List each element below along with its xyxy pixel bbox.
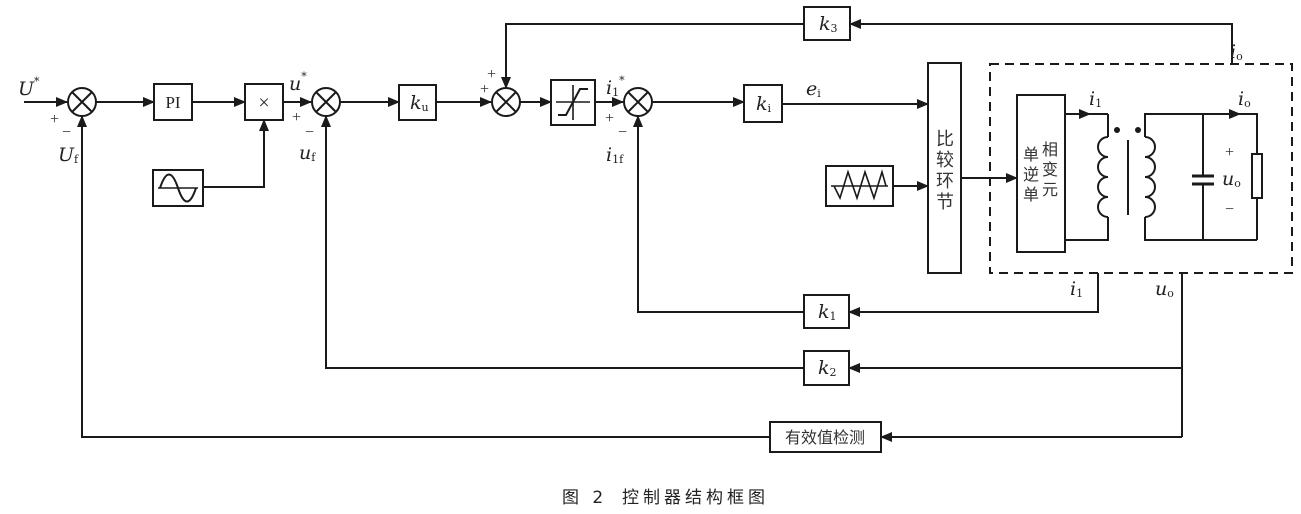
svg-text:+: + [50, 111, 59, 128]
wire-primary-bottom [1065, 217, 1109, 241]
wire-sine-mult [203, 119, 269, 188]
svg-text:+: + [480, 81, 489, 98]
saturation-limiter-icon [556, 85, 590, 120]
summing-junction-4 [623, 87, 653, 117]
wire-rms-j1 [77, 115, 770, 438]
secondary-winding [1144, 136, 1156, 218]
wire-k2-j2 [321, 115, 804, 369]
rms-detect-label: 有效值检测 [785, 428, 865, 447]
signal-inst-voltage-feedback: uf [299, 142, 316, 164]
ku-label: ku [410, 92, 429, 114]
triangle-carrier-block [825, 165, 894, 207]
wire-k3-j3 [501, 23, 804, 89]
signal-current-feedback: i1f [606, 144, 624, 166]
multiplier-block: × [244, 83, 284, 121]
k1-gain-block: k1 [803, 294, 850, 329]
sine-wave-icon [158, 173, 198, 203]
k1-label: k1 [818, 301, 837, 323]
figure-caption: 控制器结构框图 [622, 488, 769, 508]
polarity-dot [1114, 127, 1120, 133]
signal-output-current-tap: io [1230, 41, 1243, 63]
inverter-block: 单 逆 单 相 变 元 [1016, 94, 1066, 253]
svg-text:+: + [292, 109, 301, 126]
summing-junction-1 [67, 87, 97, 117]
svg-text:+: + [1225, 144, 1234, 161]
svg-text:+: + [605, 110, 614, 127]
k2-gain-block: k2 [803, 350, 850, 386]
capacitor [1192, 114, 1214, 240]
signal-primary-current-tap: i1 [1070, 278, 1083, 300]
compare-block: 比 较 环 节 [927, 62, 962, 274]
signal-current-ref: i1* [606, 74, 625, 99]
svg-text:比: 比 [936, 129, 954, 150]
svg-text:单: 单 [1023, 145, 1039, 164]
ki-label: ki [756, 93, 772, 115]
signal-voltage-rms-feedback: Uf [58, 144, 79, 166]
svg-text:较: 较 [936, 150, 954, 171]
wire-io-k3 [849, 19, 1233, 64]
ku-gain-block: ku [398, 84, 437, 121]
summing-junction-3 [491, 87, 521, 117]
limiter-block [550, 79, 596, 126]
svg-text:−: − [305, 124, 314, 141]
svg-text:环: 环 [936, 171, 954, 192]
signal-output-current: io [1238, 88, 1251, 110]
svg-text:节: 节 [936, 192, 954, 213]
pi-controller-block: PI [153, 83, 193, 121]
polarity-dot [1135, 127, 1141, 133]
svg-text:相: 相 [1042, 140, 1058, 159]
svg-text:−: − [1225, 201, 1234, 218]
k3-label: k3 [819, 13, 838, 35]
power-stage-boundary [989, 63, 1293, 274]
k3-gain-block: k3 [803, 6, 851, 41]
signal-output-voltage-tap: uo [1155, 278, 1174, 300]
triangle-wave-icon [831, 169, 888, 201]
rms-detect-block: 有效值检测 [769, 421, 882, 453]
svg-text:逆: 逆 [1023, 165, 1039, 184]
svg-text:−: − [62, 124, 71, 141]
signal-error: ei [806, 78, 821, 100]
svg-text:−: − [618, 124, 627, 141]
sine-source-block [152, 169, 204, 207]
signal-voltage-ref: U* [18, 75, 40, 100]
pi-label: PI [165, 93, 180, 112]
wire-k1-j4 [633, 115, 804, 313]
summing-junction-2 [311, 87, 341, 117]
svg-text:元: 元 [1042, 180, 1058, 199]
load-resistor [1251, 153, 1263, 240]
k2-label: k2 [818, 357, 837, 379]
wire-i1-k1 [848, 273, 1099, 317]
figure-number: 图 2 [562, 488, 607, 508]
wire-secondary-bottom [1144, 217, 1257, 241]
svg-text:单: 单 [1023, 185, 1039, 204]
ki-gain-block: ki [743, 84, 783, 123]
signal-output-voltage: uo [1222, 168, 1241, 190]
signal-primary-current: i1 [1089, 88, 1102, 110]
svg-text:+: + [487, 66, 496, 83]
primary-winding [1097, 136, 1109, 218]
signal-inst-voltage-ref: u* [289, 70, 307, 95]
svg-text:变: 变 [1042, 160, 1058, 179]
multiplier-label: × [258, 92, 269, 114]
